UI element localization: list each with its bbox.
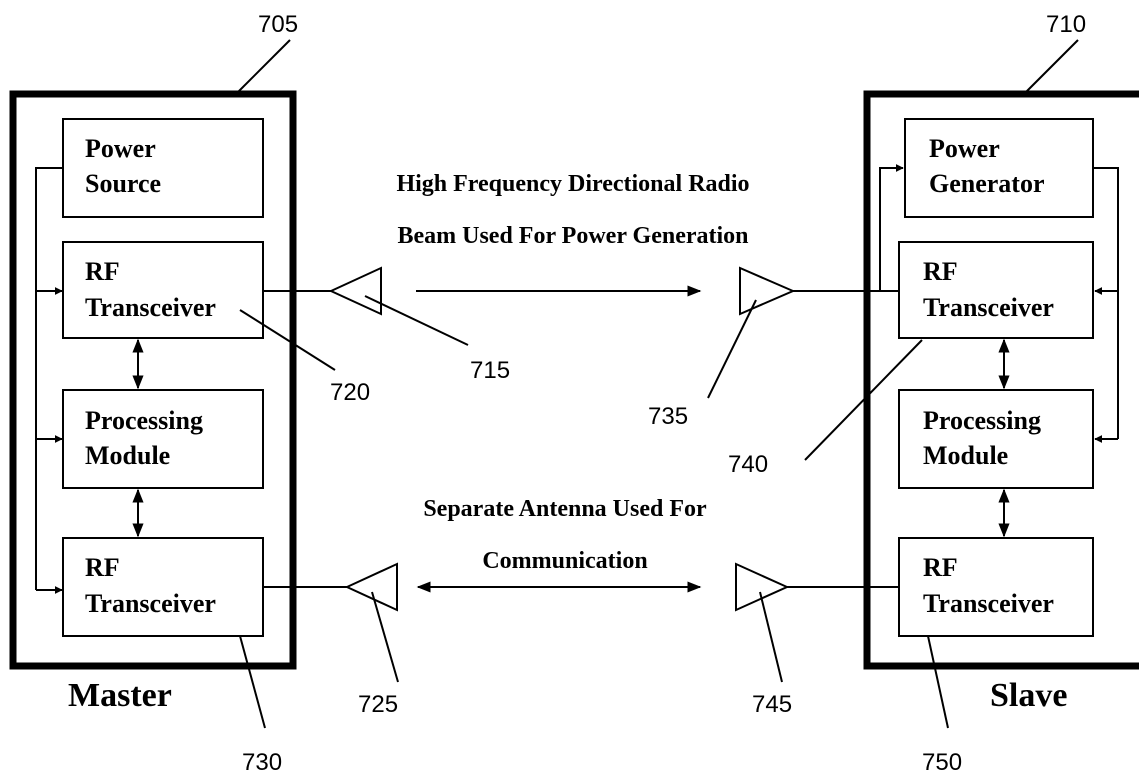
master-power-source-block (62, 118, 264, 218)
master-top-antenna-ref: 715 (470, 357, 510, 384)
master-ref-label: 705 (258, 11, 298, 38)
slave-bottom-antenna-icon (735, 562, 790, 612)
slave-rf-transceiver-bottom-label: RF Transceiver (923, 553, 1054, 618)
slave-device: 710 Power Generator RF Transceiver Proce… (728, 11, 1139, 776)
master-top-antenna-ref-leader (364, 295, 469, 346)
master-rf-top-ref-leader (239, 309, 336, 371)
master-enclosure (9, 90, 297, 670)
power-beam-link: 715 High Frequency Directional Radio Bea… (263, 171, 899, 430)
master-rf-transceiver-top-label: RF Transceiver (85, 257, 216, 322)
slave-rf-transceiver-top-label: RF Transceiver (923, 257, 1054, 322)
slave-power-generator-label: Power Generator (929, 134, 1045, 198)
slave-ref-leader (1023, 39, 1079, 95)
master-bottom-antenna-ref: 725 (358, 691, 398, 718)
slave-rf-transceiver-top-block (898, 241, 1094, 339)
master-ref-leader (235, 39, 291, 95)
master-rf-transceiver-top-block (62, 241, 264, 339)
slave-bottom-antenna-ref-leader (759, 591, 783, 683)
communication-caption-line1: Separate Antenna Used For (423, 496, 707, 522)
slave-processing-module-label: Processing Module (923, 406, 1047, 470)
master-top-antenna-icon (328, 266, 382, 316)
slave-rf-to-generator-line (879, 164, 904, 291)
master-rf-bottom-ref-leader (239, 635, 266, 729)
slave-enclosure (863, 90, 1139, 670)
slave-top-antenna-ref-leader (707, 299, 757, 399)
slave-generator-bus (1093, 167, 1119, 439)
master-power-bus (35, 167, 63, 590)
communication-caption-line2: Communication (482, 548, 647, 574)
slave-rf-transceiver-bottom-block (898, 537, 1094, 637)
slave-title: Slave (990, 677, 1067, 714)
slave-rf-bottom-ref: 750 (922, 749, 962, 776)
power-beam-caption-line2: Beam Used For Power Generation (397, 223, 748, 249)
slave-processing-module-block (898, 389, 1094, 489)
master-rf-top-ref: 720 (330, 379, 370, 406)
master-rf-transceiver-bottom-block (62, 537, 264, 637)
slave-top-antenna-icon (739, 266, 796, 316)
communication-link: 725 Separate Antenna Used For Communicat… (263, 496, 899, 718)
slave-rf-top-ref: 740 (728, 451, 768, 478)
master-processing-module-block (62, 389, 264, 489)
slave-bottom-antenna-ref: 745 (752, 691, 792, 718)
master-bottom-antenna-icon (344, 562, 398, 612)
master-processing-module-label: Processing Module (85, 406, 209, 470)
slave-ref-label: 710 (1046, 11, 1086, 38)
master-device: 705 Power Source RF Transceiver Processi… (9, 11, 370, 776)
slave-power-generator-block (904, 118, 1094, 218)
power-beam-caption-line1: High Frequency Directional Radio (396, 171, 749, 197)
master-power-source-label: Power Source (85, 134, 162, 198)
master-bottom-antenna-ref-leader (371, 591, 399, 683)
master-rf-bottom-ref: 730 (242, 749, 282, 776)
slave-top-antenna-ref: 735 (648, 403, 688, 430)
master-title: Master (68, 677, 172, 714)
master-rf-transceiver-bottom-label: RF Transceiver (85, 553, 216, 618)
slave-rf-top-ref-leader (804, 339, 923, 461)
slave-rf-bottom-ref-leader (927, 635, 949, 729)
